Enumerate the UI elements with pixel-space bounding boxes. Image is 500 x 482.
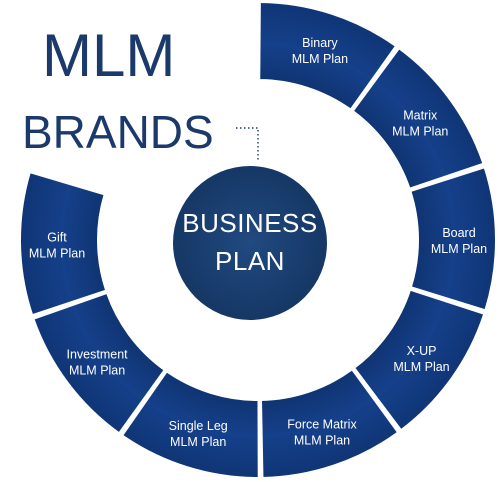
ring-segment — [19, 170, 108, 317]
ring-segment — [120, 369, 260, 479]
ring-segments — [19, 0, 497, 479]
ring-segment — [258, 0, 398, 112]
center-title-line1: BUSINESS — [182, 208, 318, 238]
ring-segment — [32, 291, 167, 435]
ring-segment — [351, 46, 485, 190]
brand-title-brands: BRANDS — [22, 106, 214, 158]
center-title-line2: PLAN — [215, 246, 285, 276]
ring-segment — [409, 165, 497, 312]
ring-segment — [352, 288, 486, 432]
center-circle — [173, 166, 327, 320]
brand-title-mlm: MLM — [42, 22, 175, 89]
ring-segment — [259, 367, 400, 479]
dotted-connector — [236, 127, 259, 160]
